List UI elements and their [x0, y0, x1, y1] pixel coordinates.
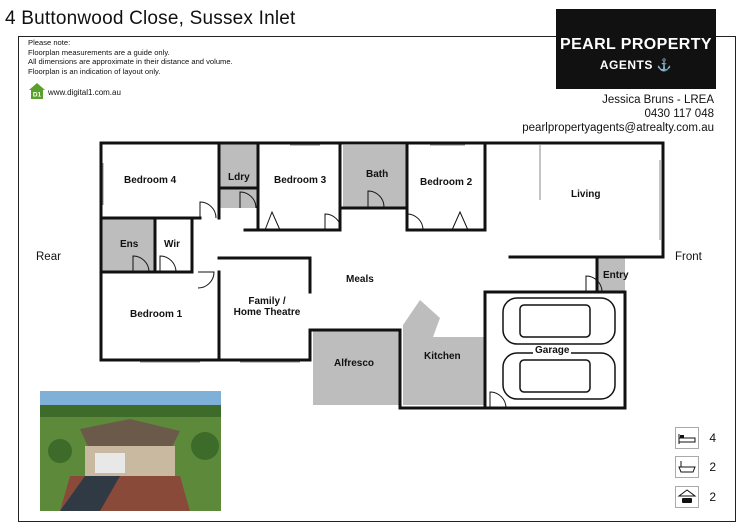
- brand-line1: PEARL PROPERTY: [560, 36, 712, 53]
- stat-bathrooms: 2: [709, 460, 716, 474]
- room-alfresco: Alfresco: [334, 358, 375, 369]
- room-wir: Wir: [164, 239, 181, 250]
- listing-title: 4 Buttonwood Close, Sussex Inlet: [5, 8, 296, 29]
- room-kitchen: Kitchen: [424, 351, 461, 362]
- stat-bedrooms: 4: [709, 431, 716, 445]
- agent-name: Jessica Bruns - LREA: [602, 94, 714, 106]
- wall: [99, 270, 221, 362]
- note-line: Floorplan is an indication of layout onl…: [28, 66, 161, 76]
- website-link[interactable]: www.digital1.com.au: [48, 88, 121, 97]
- wall: [483, 290, 627, 410]
- anchor-icon: ⚓: [656, 58, 673, 72]
- room-garage: Garage: [533, 345, 572, 356]
- room-bedroom-3: Bedroom 3: [274, 175, 327, 186]
- room-family: Family / Home Theatre: [233, 296, 301, 318]
- room-living: Living: [571, 189, 601, 200]
- room-laundry: Ldry: [228, 172, 250, 183]
- bed-icon: [675, 427, 699, 449]
- brand-line2: AGENTS ⚓: [599, 58, 673, 72]
- note-line: Floorplan measurements are a guide only.: [28, 47, 170, 57]
- note-line: All dimensions are approximate in their …: [28, 57, 233, 66]
- agent-phone[interactable]: 0430 117 048: [644, 108, 715, 120]
- label-rear: Rear: [36, 251, 61, 263]
- bath-floor: [343, 145, 407, 207]
- car-icon: [675, 486, 699, 508]
- wall: [217, 256, 312, 294]
- label-front: Front: [675, 251, 702, 263]
- house-logo-icon: D1: [29, 83, 45, 99]
- wall: [483, 141, 665, 259]
- note-line: Please note:: [28, 38, 71, 47]
- room-bedroom-4: Bedroom 4: [124, 175, 177, 186]
- room-bedroom-1: Bedroom 1: [130, 309, 183, 320]
- stat-garage: 2: [709, 490, 716, 504]
- logo-badge-text: D1: [33, 92, 42, 99]
- garage-cars: [502, 297, 616, 400]
- alfresco-floor: [313, 330, 401, 405]
- room-bedroom-2: Bedroom 2: [420, 177, 473, 188]
- bath-icon: [675, 456, 699, 478]
- room-bath: Bath: [366, 169, 389, 180]
- brand-logo: PEARL PROPERTY AGENTS ⚓: [556, 9, 716, 89]
- property-photo: [40, 391, 221, 511]
- agent-email[interactable]: pearlpropertyagents@atrealty.com.au: [522, 122, 714, 134]
- room-ensuite: Ens: [120, 239, 139, 250]
- room-meals: Meals: [346, 274, 374, 285]
- room-entry: Entry: [603, 270, 629, 281]
- kitchen-floor: [403, 300, 484, 405]
- wall: [398, 328, 487, 410]
- floorplan-frame: [18, 36, 736, 522]
- disclaimer-notes: Please note: Floorplan measurements are …: [28, 38, 233, 76]
